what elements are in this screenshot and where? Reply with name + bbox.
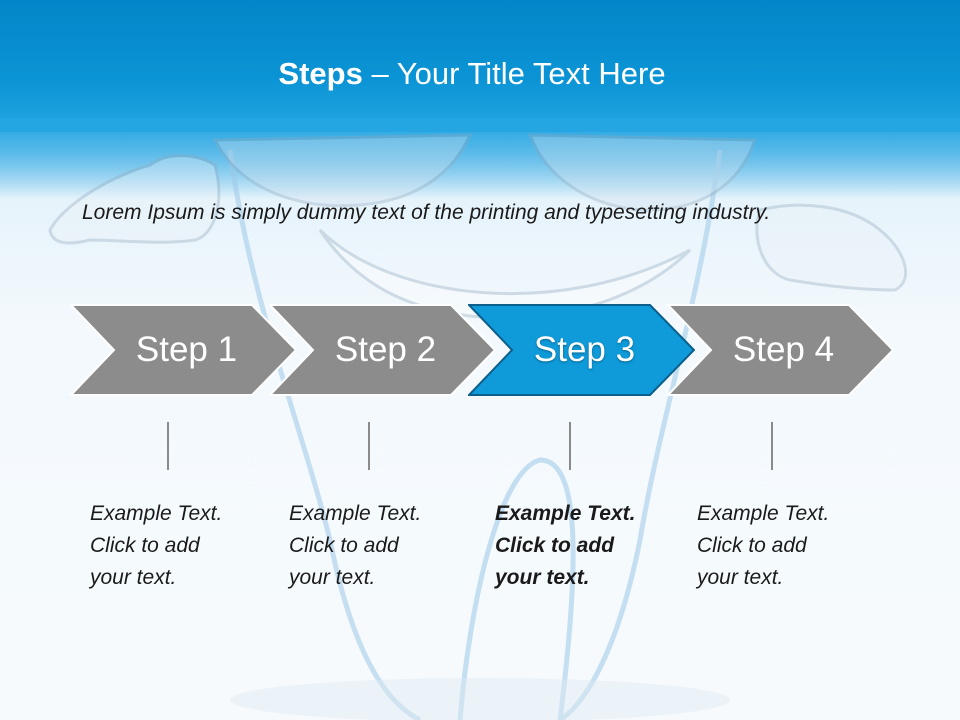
step-text-2[interactable]: Example Text. Click to add your text. (289, 502, 422, 589)
step-text-1[interactable]: Example Text. Click to add your text. (90, 502, 223, 589)
title-rest: – Your Title Text Here (362, 56, 666, 91)
step-text-4[interactable]: Example Text. Click to add your text. (697, 502, 830, 589)
step-label: Step 3 (533, 330, 636, 369)
step-chevron-1[interactable]: Step 1 (70, 304, 297, 396)
step-connector-4 (771, 422, 773, 470)
step-label: Step 4 (732, 330, 835, 369)
title-band (0, 0, 960, 132)
step-label: Step 2 (334, 330, 437, 369)
title-band-fade (0, 118, 960, 198)
step-chevron-4[interactable]: Step 4 (667, 304, 894, 396)
step-connector-2 (368, 422, 370, 470)
step-connector-1 (167, 422, 169, 470)
chevron-shape-icon (70, 304, 297, 396)
tooth-outline-icon (227, 149, 422, 720)
chevron-shape-icon (667, 304, 894, 396)
chevron-shape-icon (468, 304, 695, 396)
step-text-3[interactable]: Example Text. Click to add your text. (495, 502, 636, 589)
floor-shadow (230, 678, 730, 720)
right-glove-icon (755, 203, 908, 292)
step-label: Step 1 (135, 330, 238, 369)
step-connector-3 (569, 422, 571, 470)
chevron-shape-icon (269, 304, 496, 396)
slide-title: Steps – Your Title Text Here (0, 54, 944, 94)
step-chevron-2[interactable]: Step 2 (269, 304, 496, 396)
step-chevron-3[interactable]: Step 3 (468, 304, 695, 396)
title-bold: Steps (278, 56, 363, 91)
intro-text: Lorem Ipsum is simply dummy text of the … (82, 201, 771, 224)
sunglasses-left-icon (212, 133, 473, 208)
smile-icon (318, 228, 692, 320)
sunglasses-right-icon (527, 133, 758, 212)
left-glove-icon (48, 154, 221, 245)
